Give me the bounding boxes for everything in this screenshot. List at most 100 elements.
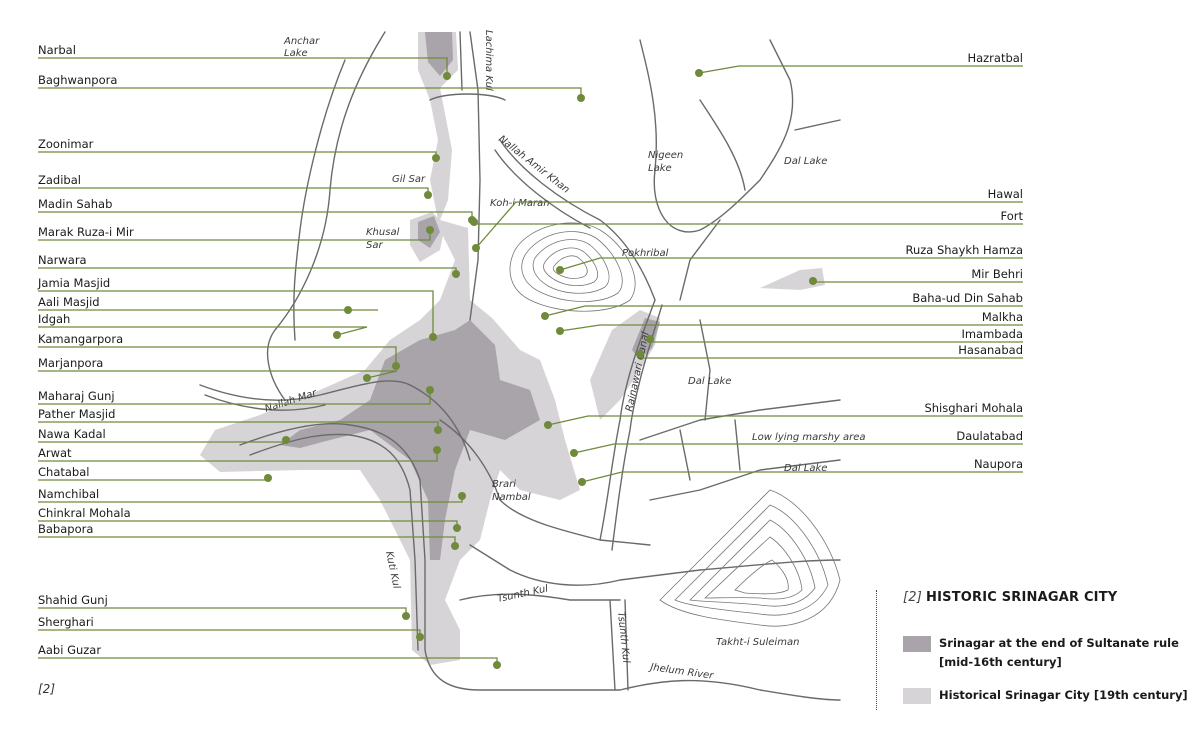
leader-hazratbal	[698, 65, 1023, 74]
place-nigeen: Nigeen	[648, 150, 683, 161]
leader-malkha	[559, 324, 1023, 332]
place-tsunth-kul-vertical: Tsunth Kul	[615, 611, 631, 664]
place-low-lying-marshy: Low lying marshy area	[752, 432, 866, 443]
label-nawa-kadal: Nawa Kadal	[38, 427, 106, 441]
takht-i-suleiman-contours	[659, 489, 841, 627]
label-maharaj-gunj: Maharaj Gunj	[38, 389, 115, 403]
leader-hawal	[475, 201, 1023, 249]
marker-jamia-masjid	[429, 333, 437, 341]
place-koh-i-maran: Koh-i Maran	[490, 198, 550, 209]
leader-narwara	[38, 267, 457, 274]
label-ruza-shaykh-hamza: Ruza Shaykh Hamza	[905, 243, 1023, 257]
leader-marjanpora	[38, 370, 398, 379]
legend-label-sultanate-period: [mid-16th century]	[939, 655, 1062, 669]
label-shahid-gunj: Shahid Gunj	[38, 593, 108, 607]
marker-marak-ruza-i-mir	[426, 226, 434, 234]
koh-i-maran-contours	[509, 222, 636, 312]
marker-namchibal	[458, 492, 466, 500]
legend-swatch-historical	[903, 688, 931, 704]
label-sherghari: Sherghari	[38, 615, 94, 629]
place-kuti-kul: Kuti Kul	[383, 550, 402, 590]
leader-baha-ud-din-sahab	[544, 305, 1023, 317]
label-chatabal: Chatabal	[38, 465, 89, 479]
place-brari: Brari	[492, 479, 516, 490]
place-nigeen-lake: Lake	[648, 163, 672, 174]
label-malkha: Malkha	[982, 310, 1023, 324]
label-narbal: Narbal	[38, 43, 76, 57]
place-dal-lake-north: Dal Lake	[784, 156, 827, 167]
legend-item-historical: Historical Srinagar City [19th century]	[903, 686, 1188, 705]
label-pather-masjid: Pather Masjid	[38, 407, 115, 421]
label-marjanpora: Marjanpora	[38, 356, 103, 370]
leader-sherghari	[38, 629, 421, 637]
marker-kamangarpora	[392, 362, 400, 370]
label-shisghari-mohala: Shisghari Mohala	[924, 401, 1023, 415]
marker-narbal	[443, 72, 451, 80]
marker-daulatabad	[570, 449, 578, 457]
label-zadibal: Zadibal	[38, 173, 81, 187]
label-hazratbal: Hazratbal	[967, 51, 1023, 65]
leader-kamangarpora	[38, 346, 397, 366]
place-dal-lake-mid: Dal Lake	[688, 376, 731, 387]
place-khusal: Khusal	[366, 227, 400, 238]
marker-shisghari-mohala	[544, 421, 552, 429]
legend-title: HISTORIC SRINAGAR CITY	[926, 590, 1118, 605]
place-takht-i-suleiman: Takht-i Suleiman	[716, 637, 799, 648]
leader-idgah	[38, 326, 368, 336]
historical-city-area-mirbehri	[760, 268, 825, 290]
label-aabi-guzar: Aabi Guzar	[38, 643, 101, 657]
label-madin-sahab: Madin Sahab	[38, 197, 112, 211]
marker-ruza-shaykh-hamza	[556, 266, 564, 274]
label-jamia-masjid: Jamia Masjid	[37, 276, 110, 290]
place-nallah-amir-khan: Nallah Amir Khan	[496, 134, 571, 196]
leader-madin-sahab	[38, 211, 473, 220]
legend-title-block: [2]HISTORIC SRINAGAR CITY	[903, 590, 1117, 605]
marker-naupora	[578, 478, 586, 486]
label-mir-behri: Mir Behri	[971, 267, 1023, 281]
legend-text-sultanate: Srinagar at the end of Sultanate rule [m…	[939, 634, 1179, 672]
place-jhelum-river: Jhelum River	[648, 662, 715, 682]
place-dal-lake-south: Dal Lake	[784, 463, 827, 474]
marker-marjanpora	[363, 374, 371, 382]
label-chinkral-mohala: Chinkral Mohala	[38, 506, 131, 520]
legend: [2]HISTORIC SRINAGAR CITY Srinagar at th…	[876, 590, 1197, 710]
label-baghwanpora: Baghwanpora	[38, 73, 117, 87]
marker-idgah	[333, 331, 341, 339]
marker-hasanabad	[636, 350, 644, 358]
marker-baghwanpora	[577, 94, 585, 102]
place-anchar-lake: Lake	[284, 48, 308, 59]
label-zoonimar: Zoonimar	[38, 137, 94, 151]
figure-reference: [2]	[38, 682, 55, 696]
label-kamangarpora: Kamangarpora	[38, 332, 123, 346]
sultanate-city-area	[280, 320, 540, 560]
legend-item-sultanate: Srinagar at the end of Sultanate rule [m…	[903, 634, 1179, 672]
label-hasanabad: Hasanabad	[958, 343, 1023, 357]
place-pokhribal: Pokhribal	[622, 248, 669, 259]
marker-narwara	[452, 270, 460, 278]
marker-chinkral-mohala	[453, 524, 461, 532]
place-gil-sar: Gil Sar	[392, 174, 426, 185]
marker-sherghari	[416, 633, 424, 641]
label-naupora: Naupora	[974, 457, 1023, 471]
marker-shahid-gunj	[402, 612, 410, 620]
leader-jamia-masjid	[38, 290, 434, 337]
legend-swatch-sultanate	[903, 636, 931, 652]
label-narwara: Narwara	[38, 253, 87, 267]
place-brari-nambal: Nambal	[492, 492, 531, 503]
marker-hazratbal	[695, 69, 703, 77]
marker-aabi-guzar	[493, 661, 501, 669]
place-lachima-kul: Lachima Kul	[483, 30, 494, 91]
label-hawal: Hawal	[988, 187, 1023, 201]
legend-label-historical: Historical Srinagar City [19th century]	[939, 688, 1188, 702]
leader-maharaj-gunj	[38, 390, 431, 405]
historical-city-area	[200, 32, 580, 665]
legend-label-sultanate: Srinagar at the end of Sultanate rule	[939, 636, 1179, 650]
label-fort: Fort	[1001, 209, 1024, 223]
marker-zadibal	[424, 191, 432, 199]
label-arwat: Arwat	[38, 446, 72, 460]
marker-arwat	[433, 446, 441, 454]
marker-mir-behri	[809, 277, 817, 285]
